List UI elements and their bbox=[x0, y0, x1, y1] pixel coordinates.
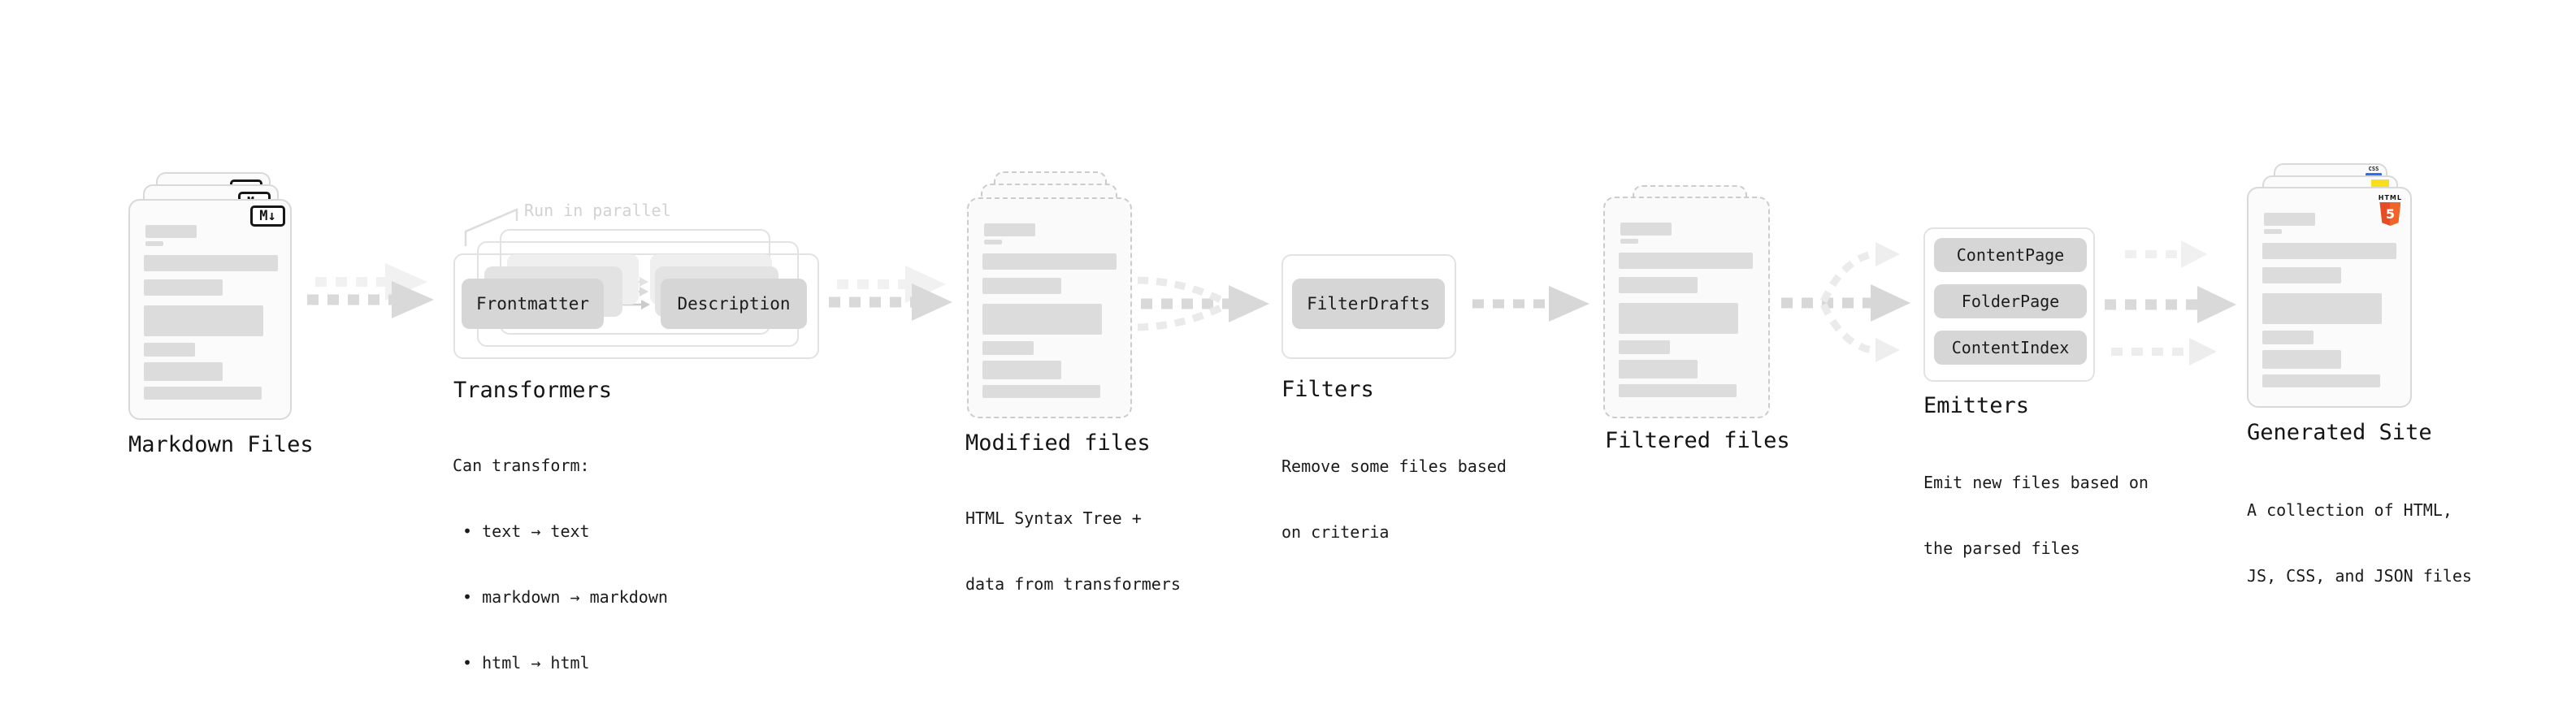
modified-files-description: HTML Syntax Tree + data from transformer… bbox=[965, 508, 1181, 594]
contentpage-pill: ContentPage bbox=[1934, 238, 2087, 272]
markdown-files-title: Markdown Files bbox=[128, 432, 314, 457]
contentindex-pill: ContentIndex bbox=[1934, 331, 2087, 365]
filtered-file-card-front bbox=[1603, 197, 1770, 418]
frontmatter-transformer-pill: Frontmatter bbox=[462, 279, 604, 329]
emitters-title: Emitters bbox=[1923, 393, 2030, 418]
transformers-description: Can transform: • text → text • markdown … bbox=[453, 456, 668, 673]
pipeline-diagram: M↓ M↓ M↓ Markdown Files Frontmatter Desc… bbox=[128, 163, 2472, 673]
description-transformer-pill: Description bbox=[661, 279, 807, 329]
folderpage-pill: FolderPage bbox=[1934, 284, 2087, 318]
flow-arrows-layer bbox=[307, 208, 2236, 365]
modified-files-title: Modified files bbox=[965, 430, 1151, 456]
generated-site-description: A collection of HTML, JS, CSS, and JSON … bbox=[2247, 500, 2472, 586]
run-in-parallel-note: Run in parallel bbox=[524, 201, 671, 220]
generated-site-title: Generated Site bbox=[2247, 420, 2432, 445]
emitters-description: Emit new files based on the parsed files bbox=[1923, 473, 2149, 558]
html5-icon: HTML 5 bbox=[2379, 194, 2402, 226]
filtered-files-title: Filtered files bbox=[1605, 428, 1790, 453]
markdown-file-card-front: M↓ bbox=[128, 199, 292, 420]
generated-file-card-front: HTML 5 bbox=[2247, 187, 2412, 408]
css-icon: CSS bbox=[2366, 167, 2382, 176]
modified-file-card-front bbox=[967, 197, 1132, 418]
filters-description: Remove some files based on criteria bbox=[1281, 456, 1507, 542]
filters-title: Filters bbox=[1281, 377, 1374, 402]
transformers-title: Transformers bbox=[453, 378, 613, 403]
filterdrafts-pill: FilterDrafts bbox=[1292, 279, 1445, 329]
transformer-layer-front bbox=[453, 253, 819, 359]
markdown-icon: M↓ bbox=[250, 205, 285, 227]
